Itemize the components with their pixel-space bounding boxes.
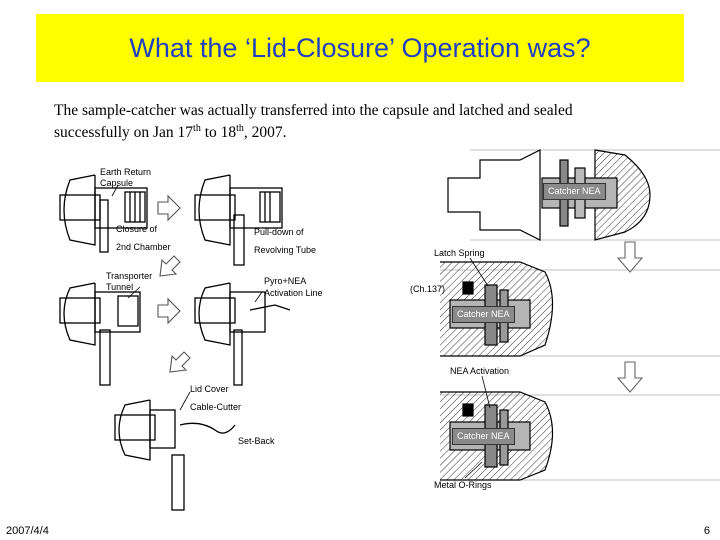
arrow-down-2 [616, 361, 644, 393]
body-line-2a: successfully on Jan 17 [54, 124, 194, 141]
arrow-down-1 [616, 241, 644, 273]
footer-page-number: 6 [703, 525, 710, 537]
capsule-drawing-4 [194, 282, 291, 386]
label-activation-line: Activation Line [264, 288, 323, 298]
label-earth-return: Earth Return [100, 167, 152, 177]
title-band: What the ‘Lid-Closure’ Operation was? [36, 14, 684, 82]
sup-th-2: th [236, 122, 244, 134]
label-catcher-nea-2: Catcher NEA [452, 306, 515, 323]
body-line-1: The sample-catcher was actually transfer… [54, 102, 573, 119]
capsule-drawing-3 [59, 282, 141, 386]
label-cable-cutter: Cable-Cutter [190, 402, 242, 412]
label-metal-orings: Metal O-Rings [434, 480, 492, 490]
sup-th-1: th [193, 122, 201, 134]
slide-title: What the ‘Lid-Closure’ Operation was? [129, 33, 591, 63]
arrow-diag-2 [169, 351, 191, 373]
label-catcher-nea-3: Catcher NEA [452, 428, 515, 445]
capsule-drawing-1 [59, 174, 148, 253]
label-lid-cover: Lid Cover [190, 384, 229, 394]
label-ch137: (Ch.137) [410, 284, 446, 294]
label-2nd-chamber: 2nd Chamber [116, 242, 171, 252]
label-tunnel: Tunnel [106, 282, 134, 292]
arrow-right-1 [157, 194, 181, 222]
label-transporter: Transporter [106, 271, 153, 281]
label-pull-down: Pull-down of [254, 227, 304, 237]
label-closure-of: Closure of [116, 224, 158, 234]
label-capsule: Capsule [100, 178, 134, 188]
label-revolving-tube: Revolving Tube [254, 245, 317, 255]
footer-date: 2007/4/4 [6, 525, 49, 537]
label-pyro-nea: Pyro+NEA [264, 276, 307, 286]
label-nea-activation: NEA Activation [450, 366, 510, 376]
label-latch-spring: Latch Spring [434, 248, 485, 258]
label-catcher-nea-1: Catcher NEA [543, 183, 606, 200]
body-line-2b: to 18 [200, 124, 237, 141]
body-line-2c: , 2007. [243, 124, 287, 141]
capsule-drawing-2 [194, 174, 283, 266]
label-set-back: Set-Back [238, 436, 275, 446]
body-text: The sample-catcher was actually transfer… [54, 100, 694, 144]
arrow-diag-1 [159, 255, 181, 277]
capsule-drawing-5 [114, 399, 236, 511]
arrow-right-2 [157, 297, 181, 325]
